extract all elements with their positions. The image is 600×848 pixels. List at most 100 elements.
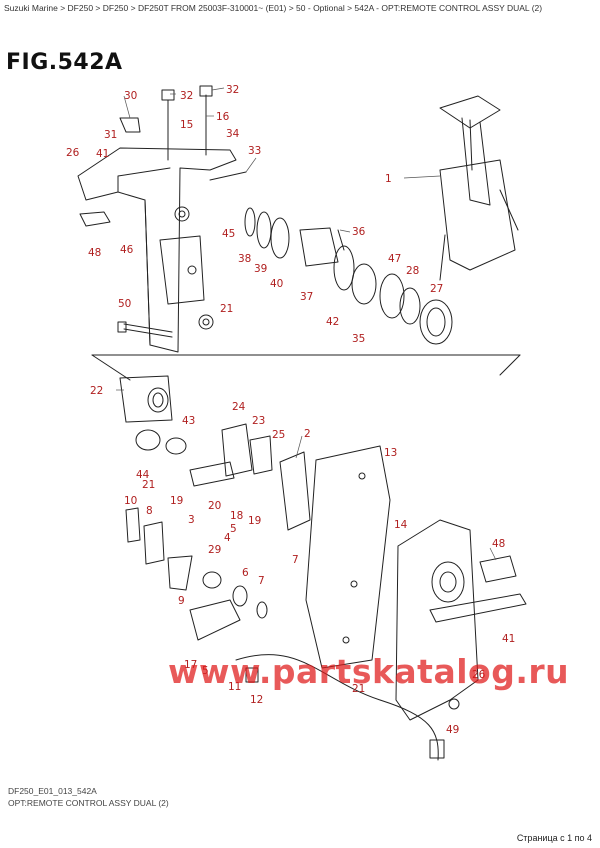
separator-line <box>91 354 131 381</box>
callout-1[interactable]: 1 <box>385 173 392 185</box>
footer-code: DF250_E01_013_542A <box>8 786 97 796</box>
callout-19[interactable]: 19 <box>248 515 261 527</box>
connector <box>429 739 445 759</box>
callout-7[interactable]: 7 <box>292 554 299 566</box>
link-20 <box>189 461 235 487</box>
wire-harness <box>235 654 439 761</box>
callout-28[interactable]: 28 <box>406 265 419 277</box>
callout-4[interactable]: 4 <box>224 532 231 544</box>
separator-line <box>499 354 521 376</box>
callout-29[interactable]: 29 <box>208 544 221 556</box>
callout-12[interactable]: 12 <box>250 694 263 706</box>
callout-9[interactable]: 9 <box>178 595 185 607</box>
callout-2[interactable]: 2 <box>304 428 311 440</box>
callout-36[interactable]: 36 <box>352 226 366 238</box>
callout-21[interactable]: 21 <box>142 479 155 491</box>
callout-18[interactable]: 18 <box>230 510 243 522</box>
callout-38[interactable]: 38 <box>238 253 251 265</box>
callout-17[interactable]: 17 <box>184 659 197 671</box>
part-number-labels: 1 2 3 4 5 5 6 7 7 8 9 10 11 12 13 14 15 … <box>66 84 515 736</box>
callout-15[interactable]: 15 <box>180 119 193 131</box>
callout-47[interactable]: 47 <box>388 253 401 265</box>
callout-26[interactable]: 26 <box>472 669 486 681</box>
callout-50[interactable]: 50 <box>118 298 131 310</box>
nut-32 <box>199 85 213 97</box>
pin-33 <box>209 171 247 181</box>
callout-32[interactable]: 32 <box>180 90 193 102</box>
figure-title: FIG.542A <box>6 50 123 75</box>
bolt-50 <box>117 321 173 338</box>
watermark: www.partskatalog.ru <box>168 652 570 691</box>
bushing-29 <box>202 571 222 589</box>
remote-control-handle <box>439 95 519 281</box>
callout-39[interactable]: 39 <box>254 263 267 275</box>
callout-14[interactable]: 14 <box>394 519 408 531</box>
nut-32 <box>161 89 175 101</box>
nut-49 <box>448 698 460 710</box>
plate-2 <box>279 451 311 531</box>
callout-23[interactable]: 23 <box>252 415 265 427</box>
callout-41[interactable]: 41 <box>502 633 515 645</box>
bracket-41-lower <box>429 593 527 623</box>
lever-9 <box>167 555 193 591</box>
callout-5[interactable]: 5 <box>202 665 209 677</box>
callout-6[interactable]: 6 <box>242 567 249 579</box>
callout-16[interactable]: 16 <box>216 111 230 123</box>
callout-37[interactable]: 37 <box>300 291 313 303</box>
part-44 <box>135 429 161 451</box>
callout-10[interactable]: 10 <box>124 495 137 507</box>
callout-40[interactable]: 40 <box>270 278 283 290</box>
callout-41[interactable]: 41 <box>96 148 109 160</box>
callout-27[interactable]: 27 <box>430 283 443 295</box>
callout-32[interactable]: 32 <box>226 84 239 96</box>
lower-housing <box>395 519 479 721</box>
callout-42[interactable]: 42 <box>326 316 339 328</box>
callout-48[interactable]: 48 <box>88 247 101 259</box>
plate-10 <box>125 507 141 543</box>
callout-8[interactable]: 8 <box>146 505 153 517</box>
bracket-22 <box>119 375 173 423</box>
callout-7[interactable]: 7 <box>258 575 265 587</box>
footer-description: OPT:REMOTE CONTROL ASSY DUAL (2) <box>8 798 169 808</box>
lever-23 <box>249 435 273 475</box>
page-indicator[interactable]: Страница с 1 по 4 <box>516 833 592 843</box>
lever-11 <box>189 599 241 641</box>
callout-26[interactable]: 26 <box>66 147 80 159</box>
callout-5[interactable]: 5 <box>230 523 237 535</box>
callout-11[interactable]: 11 <box>228 681 241 693</box>
callout-19[interactable]: 19 <box>170 495 183 507</box>
callout-46[interactable]: 46 <box>120 244 134 256</box>
plate-48-upper <box>79 211 111 227</box>
callout-45[interactable]: 45 <box>222 228 235 240</box>
callout-25[interactable]: 25 <box>272 429 285 441</box>
shaft-gear-assembly <box>244 207 453 345</box>
bracket-8 <box>143 521 165 565</box>
callout-22[interactable]: 22 <box>90 385 103 397</box>
callout-30[interactable]: 30 <box>124 90 137 102</box>
callout-34[interactable]: 34 <box>226 128 240 140</box>
callout-3[interactable]: 3 <box>188 514 195 526</box>
callout-33[interactable]: 33 <box>248 145 261 157</box>
callout-21[interactable]: 21 <box>352 683 365 695</box>
callout-20[interactable]: 20 <box>208 500 221 512</box>
upper-bracket-housing <box>77 147 237 353</box>
washer-6 <box>232 585 248 607</box>
callout-24[interactable]: 24 <box>232 401 246 413</box>
washer-7 <box>256 601 268 619</box>
callout-43[interactable]: 43 <box>182 415 195 427</box>
bushing-43 <box>165 437 187 455</box>
gasket-plate <box>305 445 391 669</box>
plate-48-lower <box>479 555 517 583</box>
clip-30 <box>119 117 141 133</box>
callout-31[interactable]: 31 <box>104 129 117 141</box>
callout-35[interactable]: 35 <box>352 333 365 345</box>
callout-21[interactable]: 21 <box>220 303 233 315</box>
breadcrumb[interactable]: Suzuki Marine > DF250 > DF250 > DF250T F… <box>4 3 543 13</box>
callout-49[interactable]: 49 <box>446 724 459 736</box>
callout-44[interactable]: 44 <box>136 469 150 481</box>
connector <box>245 667 259 683</box>
callout-13[interactable]: 13 <box>384 447 397 459</box>
callout-48[interactable]: 48 <box>492 538 505 550</box>
lever-24 <box>221 423 253 477</box>
